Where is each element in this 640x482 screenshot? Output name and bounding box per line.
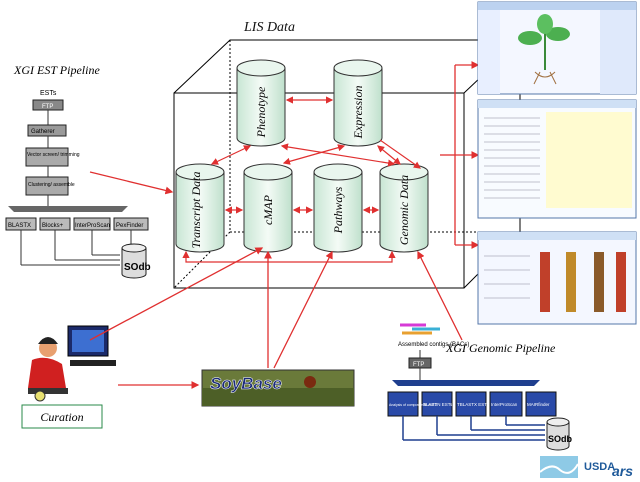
lis-data-title: LIS Data (244, 20, 295, 35)
usda-logo: USDA (584, 461, 615, 473)
curation-arrows (89, 247, 333, 389)
est-cluster-label: Clustering/ assemble (28, 182, 75, 188)
soybase-logo: SoyBase (201, 369, 355, 407)
curation-label: Curation (40, 410, 83, 424)
transcript-label: Transcript Data (189, 171, 203, 248)
genomic-pipeline-title: XGI Genomic Pipeline (445, 341, 556, 355)
est-db-label: SOdb (124, 262, 151, 273)
est-tool-pexfinder: PexFinder (116, 223, 143, 229)
est-tool-blocks: Blocks+ (42, 223, 64, 229)
curation-icon (28, 325, 116, 402)
transcript-db (175, 163, 225, 253)
est-pipeline-title: XGI EST Pipeline (13, 63, 100, 77)
genomic-pipeline-graphic: Assembled contigs (BACs) FTP Analysis of… (387, 323, 573, 451)
genomic-label: Genomic Data (397, 175, 411, 245)
genomic-ftp-label: FTP (413, 362, 424, 368)
genomic-input-label: Assembled contigs (BACs) (398, 342, 469, 348)
genomic-tool-composite: Analysis of composite BLASTX (389, 403, 438, 407)
phenotype-label: Phenotype (254, 86, 268, 138)
est-ftp-label: FTP (42, 104, 53, 110)
screenshot-phenotype (477, 1, 637, 95)
est-to-lis-arrow (89, 171, 174, 195)
genomic-db-label: SOdb (548, 434, 573, 444)
curation-box (21, 404, 103, 429)
screenshot-cmap (477, 231, 637, 325)
bottom-link-arrow (182, 250, 396, 263)
genomic-to-lis-arrow (417, 250, 463, 341)
map-logo (539, 456, 579, 478)
pathways-db (313, 163, 363, 253)
soybase-label: SoyBase (210, 374, 282, 393)
cmap-db (243, 163, 293, 253)
est-input-label: ESTs (40, 90, 57, 97)
cmap-label: cMAP (261, 194, 275, 225)
genomic-tool-blastn: BLASTN ESTs (423, 402, 453, 407)
est-tool-blastx: BLASTX (8, 223, 31, 229)
expression-label: Expression (351, 86, 365, 140)
expression-to-genomic-arrow (379, 139, 421, 169)
genomic-tool-mairfinder: MAIRfinder (527, 402, 550, 407)
internal-arrows (210, 96, 401, 214)
ars-logo: ars (612, 463, 633, 479)
est-vector-label: Vector screen/ trimming (27, 152, 80, 158)
output-arrows (440, 61, 480, 249)
est-gatherer-label: Gatherer (31, 129, 55, 135)
genomic-tool-interpro: InterProScan (491, 402, 518, 407)
screenshot-transcript (477, 99, 637, 219)
pathways-label: Pathways (331, 186, 345, 234)
est-tool-interpro: InterProScan (75, 223, 110, 229)
genomic-tool-tblastx: TBLASTX ESTs (457, 402, 490, 407)
est-pipeline-graphic: ESTs FTP Gatherer Vector screen/ trimmin… (5, 90, 151, 279)
phenotype-db (236, 59, 286, 147)
